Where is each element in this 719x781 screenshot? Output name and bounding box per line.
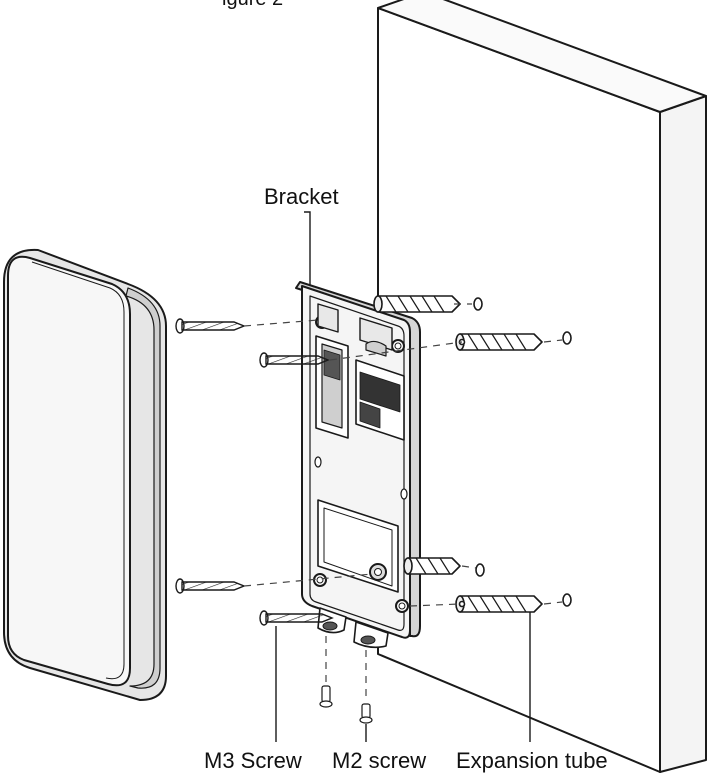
expansion-tube-label: Expansion tube — [456, 748, 608, 773]
wall-panel — [377, 0, 707, 773]
alignment-lines — [243, 303, 563, 702]
mounting-bracket — [295, 281, 421, 649]
bracket-label: Bracket — [264, 184, 339, 209]
figure-caption: igure 2 — [222, 0, 283, 11]
m2-screw-label: M2 screw — [332, 748, 427, 773]
m3-screw — [259, 610, 334, 626]
leader-lines — [275, 211, 531, 742]
expansion-tube — [373, 295, 543, 613]
wood-screw — [175, 318, 330, 594]
m3-screw-label: M3 Screw — [204, 748, 302, 773]
wall-holes — [473, 297, 572, 607]
device-body — [3, 248, 167, 701]
m2-screw — [319, 685, 373, 724]
